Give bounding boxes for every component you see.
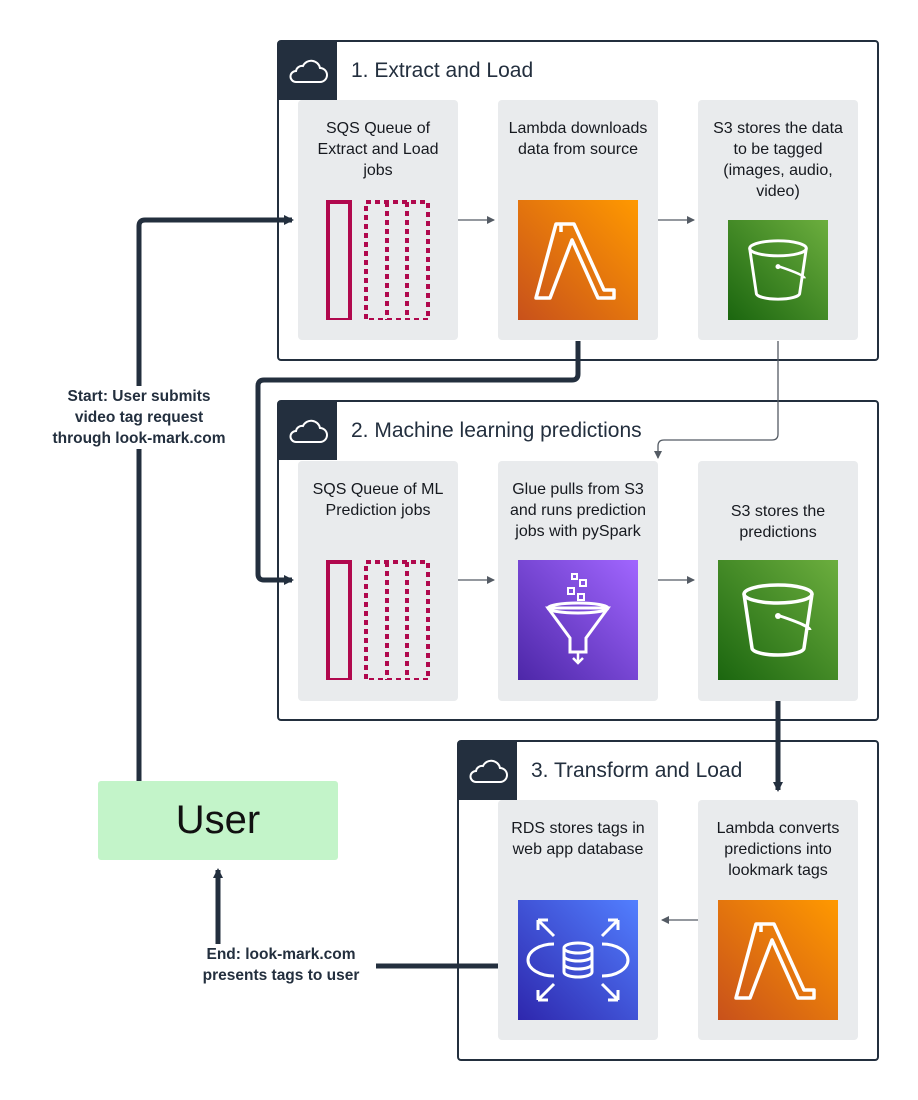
group-title: 3. Transform and Load	[531, 759, 743, 782]
glue-icon	[518, 560, 638, 680]
cloud-icon	[279, 42, 337, 100]
card-sqs-extract: SQS Queue of Extract and Load jobs	[298, 100, 458, 340]
s3-bucket-icon	[718, 560, 838, 680]
card-label: Lambda converts predictions into lookmar…	[716, 820, 840, 879]
lambda-to-sqs-ml-arrow	[255, 341, 581, 585]
card-label: S3 stores the data to be tagged (images,…	[713, 120, 843, 200]
user-box: User	[98, 781, 338, 860]
sqs-queue-icon	[318, 200, 438, 322]
cloud-icon	[279, 402, 337, 460]
s3-bucket-icon	[728, 220, 828, 320]
card-sqs-ml: SQS Queue of ML Prediction jobs	[298, 461, 458, 701]
lambda-icon	[518, 200, 638, 320]
s3-to-glue-arrow	[654, 341, 779, 459]
start-note: Start: User submits video tag request th…	[30, 386, 248, 449]
card-s3-data: S3 stores the data to be tagged (images,…	[698, 100, 858, 340]
card-label: Glue pulls from S3 and runs prediction j…	[509, 481, 647, 540]
card-lambda-download: Lambda downloads data from source	[498, 100, 658, 340]
card-label: S3 stores the predictions	[730, 503, 826, 541]
card-lambda-convert: Lambda converts predictions into lookmar…	[698, 800, 858, 1040]
rds-icon	[518, 900, 638, 1020]
card-label: Lambda downloads data from source	[508, 120, 648, 158]
end-note: End: look-mark.com presents tags to user	[186, 944, 376, 986]
card-s3-predictions: S3 stores the predictions	[698, 461, 858, 701]
card-label: SQS Queue of Extract and Load jobs	[317, 120, 439, 179]
start-arrow	[136, 215, 294, 781]
group-title: 1. Extract and Load	[351, 59, 534, 82]
cloud-icon	[459, 742, 517, 800]
card-glue: Glue pulls from S3 and runs prediction j…	[498, 461, 658, 701]
card-label: RDS stores tags in web app database	[511, 820, 645, 858]
lambda-icon	[718, 900, 838, 1020]
card-label: SQS Queue of ML Prediction jobs	[312, 481, 444, 519]
group-title: 2. Machine learning predictions	[351, 419, 642, 442]
card-rds: RDS stores tags in web app database	[498, 800, 658, 1040]
sqs-queue-icon	[318, 560, 438, 682]
